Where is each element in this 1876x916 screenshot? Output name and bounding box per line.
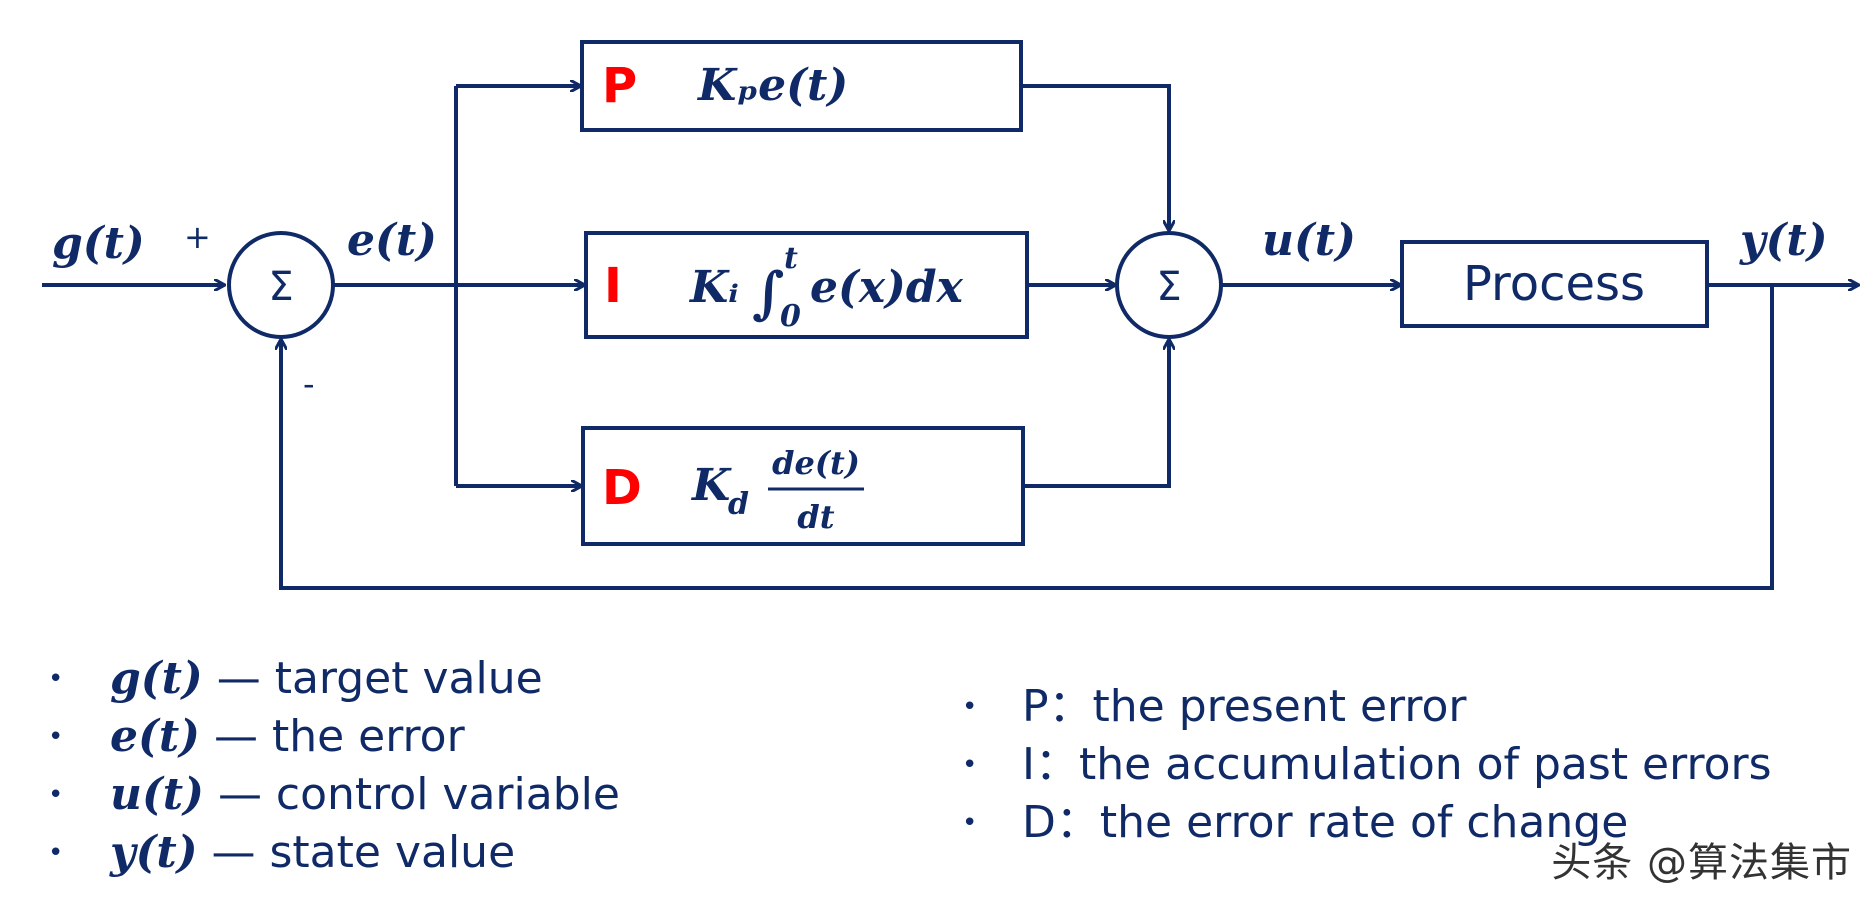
p-block xyxy=(580,40,1023,132)
bullet: • xyxy=(962,750,978,780)
watermark: 头条 @算法集市 xyxy=(1551,840,1852,886)
bullet: • xyxy=(962,692,978,722)
legend-item-control: • u(t) — control variable xyxy=(48,766,620,824)
bullet: • xyxy=(962,808,978,838)
i-integrand: e(x)dx xyxy=(810,262,964,313)
d-numerator: de(t) xyxy=(772,444,860,482)
bullet: • xyxy=(48,838,64,868)
bullet: • xyxy=(48,722,64,752)
bullet: • xyxy=(48,664,64,694)
legend-item-d: • D：the error rate of change xyxy=(962,794,1772,852)
d-k-term: K xyxy=(690,460,732,511)
legend-item-p: • P：the present error xyxy=(962,678,1772,736)
legend-text: I：the accumulation of past errors xyxy=(1022,739,1772,790)
process-block xyxy=(1400,240,1709,328)
p-letter: P xyxy=(602,58,637,114)
legend-item-error: • e(t) — the error xyxy=(48,708,620,766)
legend-text: — target value xyxy=(202,653,543,704)
legend-item-i: • I：the accumulation of past errors xyxy=(962,736,1772,794)
summing-junction-control xyxy=(1115,231,1223,339)
legend-text: D：the error rate of change xyxy=(1022,797,1629,848)
legend-symbol: y(t) xyxy=(110,827,198,878)
i-lower-limit: 0 xyxy=(780,299,801,334)
legend-symbol: g(t) xyxy=(110,653,203,704)
process-label: Process xyxy=(1463,256,1645,312)
legend-text: — state value xyxy=(197,827,516,878)
input-signal-label: g(t) xyxy=(52,218,145,269)
control-signal-label: u(t) xyxy=(1262,215,1356,266)
i-block xyxy=(584,231,1029,339)
plus-sign: + xyxy=(184,218,211,256)
feedback-line xyxy=(281,285,1774,590)
bullet: • xyxy=(48,780,64,810)
i-letter: I xyxy=(604,258,622,314)
i-integral-sign: ∫ xyxy=(752,260,784,326)
sum-symbol-1: Σ xyxy=(268,264,293,310)
legend-item-target: • g(t) — target value xyxy=(48,650,620,708)
d-letter: D xyxy=(602,460,642,516)
i-upper-limit: t xyxy=(784,241,798,276)
d-denominator: dt xyxy=(797,498,834,536)
legend-symbol: u(t) xyxy=(110,769,204,820)
i-k-term: Kᵢ xyxy=(688,262,739,313)
p-output-line xyxy=(1021,84,1169,230)
legend-item-state: • y(t) — state value xyxy=(48,824,620,882)
legend-text: P：the present error xyxy=(1022,681,1467,732)
sum-symbol-2: Σ xyxy=(1156,264,1181,310)
signal-legend: • g(t) — target value • e(t) — the error… xyxy=(48,650,620,882)
minus-sign: - xyxy=(303,365,315,403)
error-signal-label: e(t) xyxy=(347,215,437,266)
p-formula: Kₚe(t) xyxy=(696,60,848,111)
legend-symbol: e(t) xyxy=(110,711,200,762)
term-legend: • P：the present error • I：the accumulati… xyxy=(962,678,1772,852)
legend-text: — the error xyxy=(199,711,465,762)
d-output-line xyxy=(1023,340,1169,488)
d-k-subscript: d xyxy=(728,487,749,522)
legend-text: — control variable xyxy=(203,769,620,820)
d-block xyxy=(581,426,1025,546)
output-signal-label: y(t) xyxy=(1739,215,1828,266)
summing-junction-error xyxy=(227,231,335,339)
